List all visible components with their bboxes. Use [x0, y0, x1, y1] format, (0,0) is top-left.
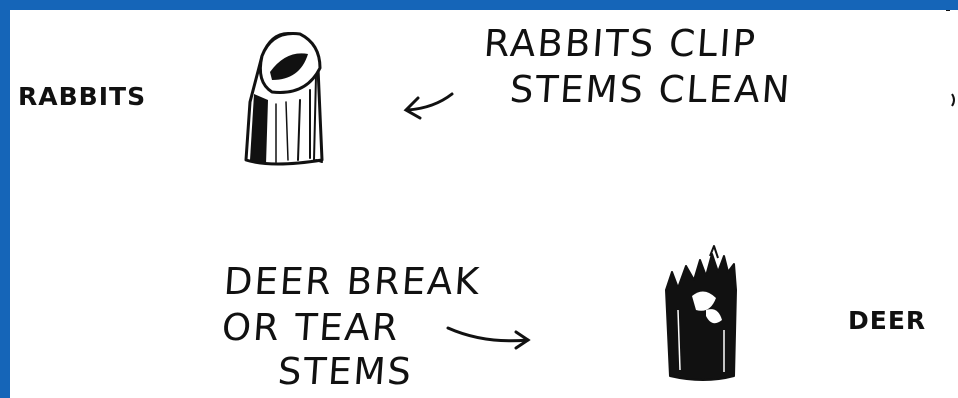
illustration-panel: RABBITS RABBITS CLIP STEMS CLEAN DEER BR… — [10, 10, 958, 398]
torn-stem-icon — [666, 246, 736, 380]
arrow-left-icon — [406, 94, 452, 118]
drawings — [10, 10, 958, 398]
clean-cut-stem-icon — [246, 33, 322, 164]
edge-marks — [946, 10, 954, 106]
arrow-right-icon — [448, 328, 528, 348]
